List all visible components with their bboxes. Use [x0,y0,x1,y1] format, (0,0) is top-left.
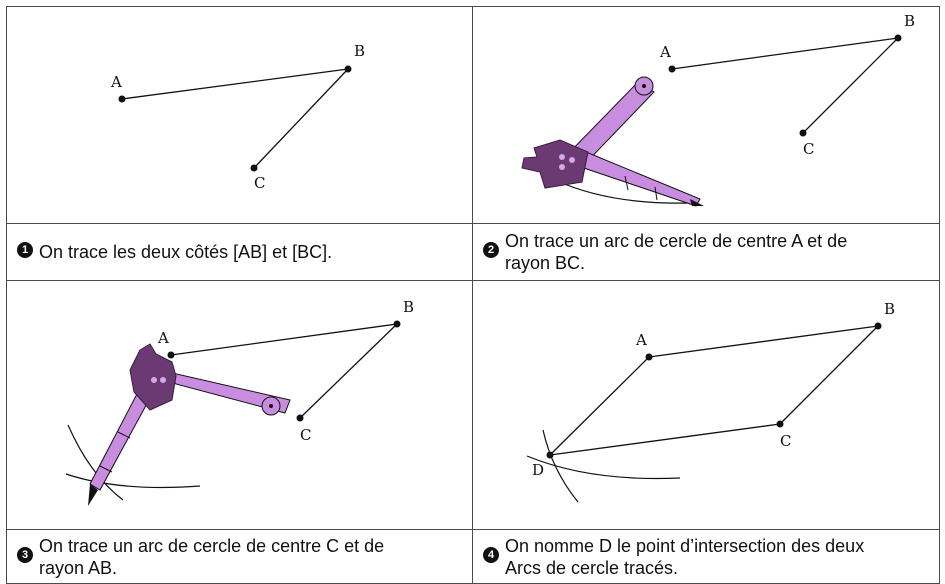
arc-centre-a [542,429,579,503]
arc-centre-c [526,455,681,480]
step-number-badge: 3 [17,546,33,563]
panel-step-4 [472,280,940,530]
label-c: C [254,174,265,192]
segment-bc [299,323,398,419]
segment-da [549,356,650,456]
compass-icon [521,76,704,207]
caption-text: On trace les deux côtés [AB] et [BC]. [39,242,333,262]
figure-step-4: A B C D [526,300,895,503]
figure-step-1: A B C [110,42,365,192]
arc-centre-c [65,473,201,489]
segment-dc [549,423,781,456]
step-number-badge: 1 [17,242,33,258]
point-c [296,414,304,422]
segment-ab [170,323,398,356]
segment-bc [779,325,879,425]
point-d [546,451,554,459]
arc-previous [67,424,124,501]
label-a: A [635,331,647,349]
label-b: B [884,300,895,318]
segment-bc [802,37,899,134]
point-c [250,164,258,172]
segment-ab [121,68,349,100]
label-a: A [659,43,671,61]
caption-text: On trace un arc de cercle de centre A et… [505,231,848,273]
point-a [118,95,126,103]
point-b [393,320,401,328]
label-a: A [110,73,122,91]
point-c [799,129,807,137]
segment-bc [253,68,349,169]
arc-centre-a [554,179,691,204]
figure-step-3: A B C [65,298,414,506]
segment-ab [648,325,879,358]
caption-step-2: 2 On trace un arc de cercle de centre A … [472,223,940,281]
caption-step-3: 3 On trace un arc de cercle de centre C … [6,529,473,584]
label-a: A [157,329,169,347]
panel-step-1 [6,6,473,224]
point-a [167,351,175,359]
point-b [894,34,902,42]
step-number-badge: 4 [483,546,499,563]
point-a [645,353,653,361]
compass-icon [88,343,291,506]
point-b [874,322,882,330]
caption-step-4: 4 On nomme D le point d’intersection des… [472,529,940,584]
figure-step-2: A B C [521,12,915,207]
label-c: C [300,426,311,444]
label-b: B [904,12,915,30]
point-b [344,65,352,73]
point-a [668,65,676,73]
step-number-badge: 2 [483,242,499,258]
label-b: B [354,42,365,60]
caption-text: On trace un arc de cercle de centre C et… [39,535,385,578]
caption-text: On nomme D le point d’intersection des d… [505,535,865,578]
label-c: C [803,140,814,158]
label-d: D [532,461,544,479]
segment-ab [671,37,899,70]
label-b: B [403,298,414,316]
label-c: C [780,432,791,450]
point-c [776,420,784,428]
